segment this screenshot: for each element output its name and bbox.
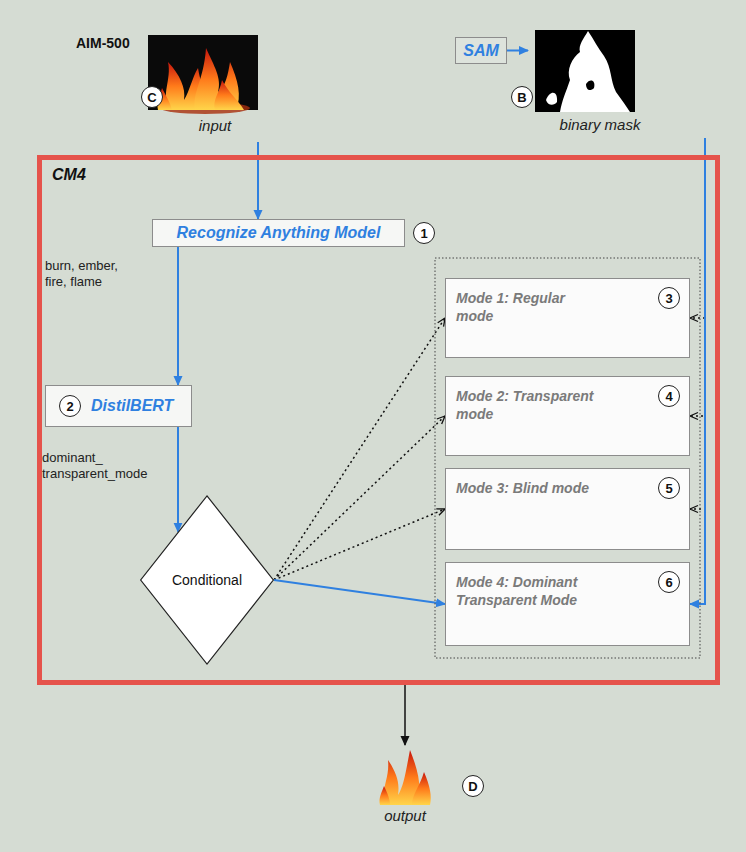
node-text: CM4 — [52, 166, 86, 184]
mask-image-node: binary mask — [528, 28, 712, 138]
node-text: Recognize Anything Model — [177, 224, 381, 242]
edge-label: dominant_ transparent_mode — [42, 450, 167, 482]
mode-group-frame — [435, 258, 700, 658]
mask-hole — [586, 81, 594, 91]
connector — [690, 138, 705, 509]
connector — [404, 685, 406, 745]
connector — [690, 138, 705, 604]
callout-number: 6 — [658, 571, 680, 593]
mask-image — [535, 30, 635, 112]
callout-number: 1 — [413, 222, 435, 244]
callout-number: 5 — [658, 477, 680, 499]
mode-box: Mode 3: Blind mode — [445, 468, 690, 550]
cm4-region: CM4Recognize Anything ModelDistilBERT Con… — [37, 155, 720, 685]
fire-flame — [214, 80, 244, 110]
node-text: Mode 3: Blind mode — [456, 479, 596, 497]
decision-diamond: Conditional — [140, 495, 274, 665]
input-image-node: AIM-500input — [140, 30, 270, 142]
output-flame — [379, 786, 390, 805]
edge-label: burn, ember, fire, flame — [45, 258, 135, 290]
callout-number: D — [462, 775, 484, 797]
mask-region — [546, 93, 557, 105]
connector — [274, 318, 445, 580]
connector — [690, 138, 705, 416]
callout-number: 3 — [658, 287, 680, 309]
node-text: Mode 1: Regular mode — [456, 289, 596, 325]
mode-box: Mode 4: Dominant Transparent Mode — [445, 562, 690, 646]
node-text: DistilBERT — [91, 397, 173, 415]
model-box: SAM — [455, 37, 507, 64]
connector — [177, 427, 179, 532]
mode-box: Mode 1: Regular mode — [445, 278, 690, 358]
connector — [274, 509, 445, 580]
callout-number: B — [511, 86, 533, 108]
node-text: output — [360, 807, 450, 824]
node-text: AIM-500 — [76, 35, 130, 51]
connector — [177, 247, 179, 385]
node-text: Mode 2: Transparent mode — [456, 387, 596, 423]
node-text: Conditional — [172, 572, 242, 588]
connector — [274, 416, 445, 580]
output-flame — [412, 772, 431, 805]
diamond-outline — [141, 496, 274, 664]
node-text: binary mask — [545, 116, 655, 133]
callout-number: 4 — [658, 385, 680, 407]
connector — [507, 50, 528, 52]
node-text: Mode 4: Dominant Transparent Mode — [456, 573, 596, 609]
process-box: Recognize Anything Model — [152, 219, 405, 247]
output-image-node: output — [360, 745, 450, 829]
callout-number: 2 — [59, 395, 81, 417]
mode-box: Mode 2: Transparent mode — [445, 376, 690, 456]
node-text: input — [180, 117, 250, 134]
connector — [274, 580, 445, 604]
mask-region — [560, 31, 630, 112]
fire-photo — [148, 35, 258, 110]
node-text: SAM — [463, 42, 499, 60]
connector — [690, 138, 705, 318]
callout-number: C — [141, 86, 163, 108]
connector — [257, 142, 259, 219]
